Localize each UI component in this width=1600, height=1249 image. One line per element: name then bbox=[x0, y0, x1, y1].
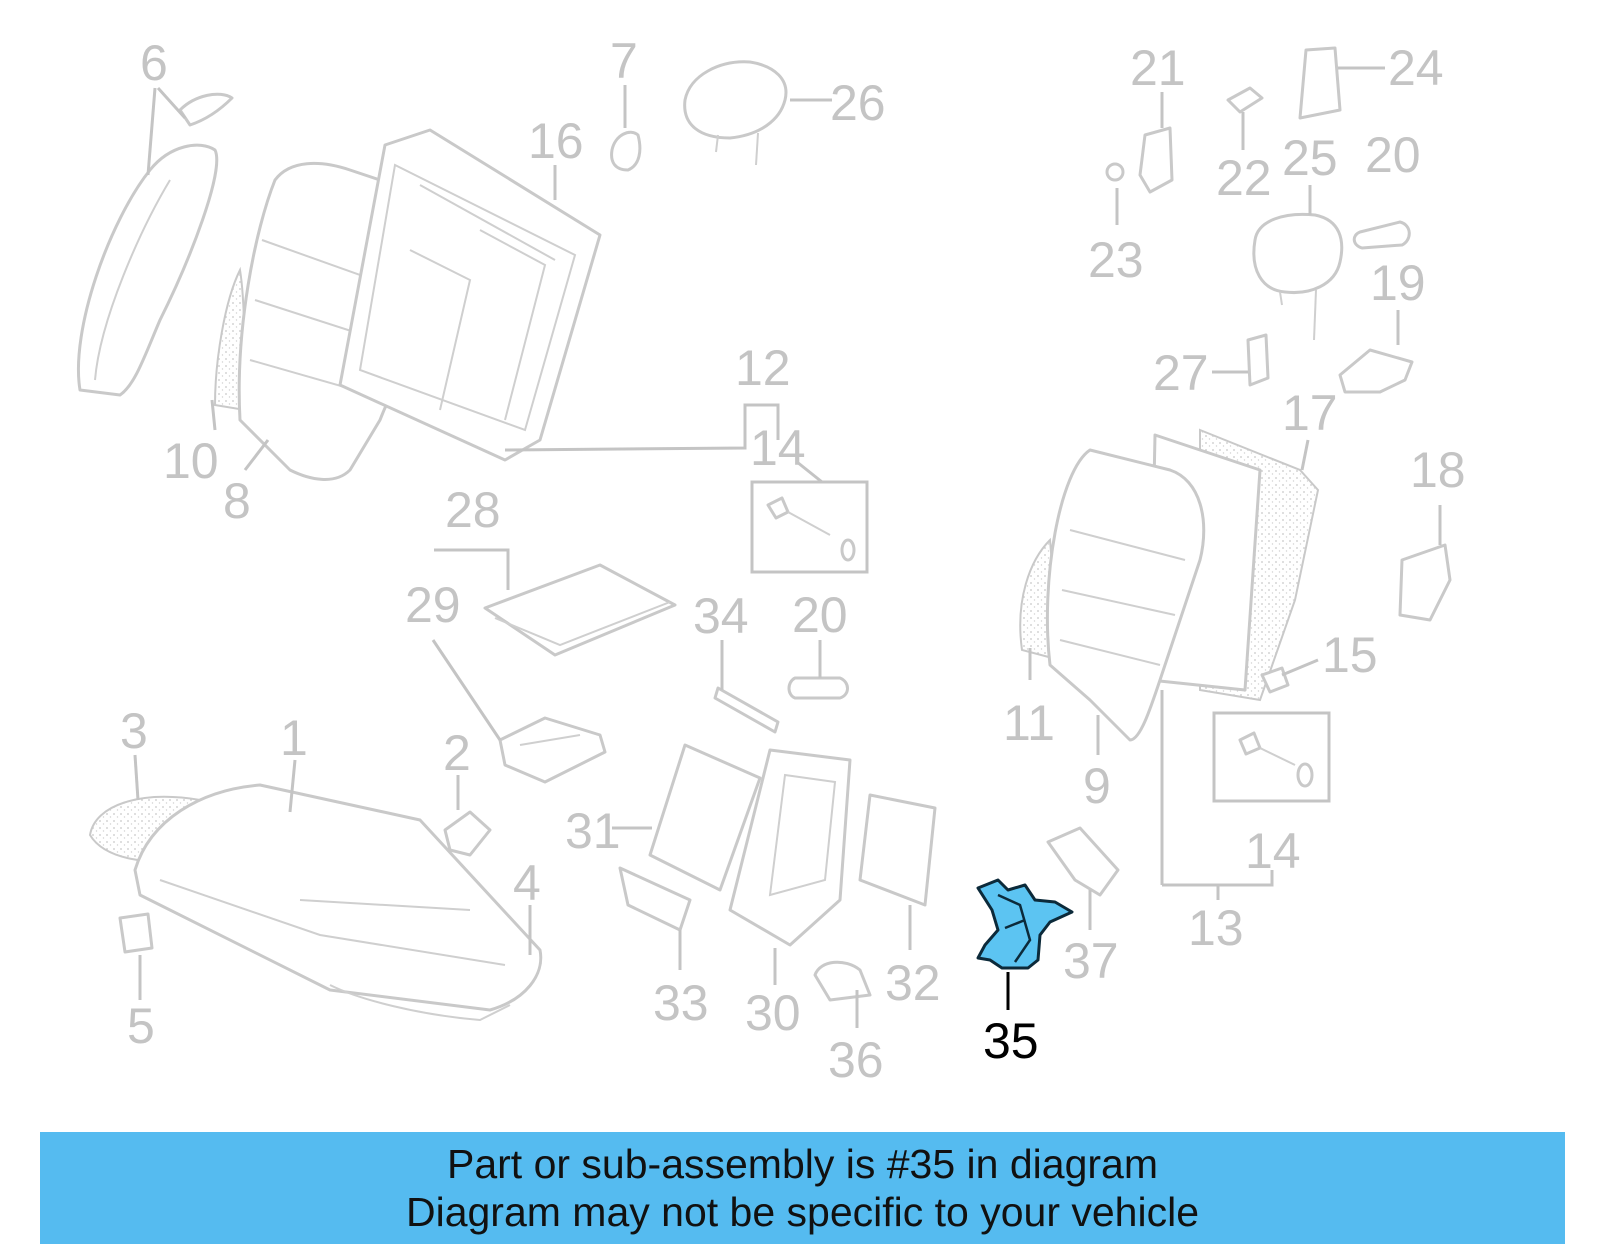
part-31-panel bbox=[648, 743, 762, 892]
part-37-trim bbox=[1046, 826, 1120, 897]
callout-24: 24 bbox=[1388, 40, 1444, 96]
callout-7: 7 bbox=[610, 33, 638, 89]
callout-11: 11 bbox=[1003, 695, 1055, 751]
callout-25: 25 bbox=[1282, 130, 1338, 186]
callout-17: 17 bbox=[1282, 385, 1338, 441]
callout-37: 37 bbox=[1063, 933, 1119, 989]
part-21-plate bbox=[1138, 126, 1174, 194]
banner-line-disclaimer: Diagram may not be specific to your vehi… bbox=[405, 1189, 1199, 1235]
callout-labels: 1 2 3 4 5 6 7 8 9 10 11 12 13 14 14 15 1… bbox=[120, 33, 1466, 1088]
callout-28: 28 bbox=[445, 482, 501, 538]
part-27-guide bbox=[1246, 333, 1270, 387]
callout-2: 2 bbox=[443, 725, 471, 781]
part-6-side-trim bbox=[76, 92, 234, 397]
banner-line-part-number: Part or sub-assembly is #35 in diagram bbox=[447, 1141, 1158, 1187]
part-20-guide-mid bbox=[787, 676, 849, 700]
part-16-seatback-frame bbox=[338, 128, 602, 462]
callout-33: 33 bbox=[653, 975, 709, 1031]
part-25-headrest bbox=[1252, 212, 1344, 341]
callout-10: 10 bbox=[163, 433, 219, 489]
part-9-right-seat-back bbox=[1019, 428, 1320, 742]
part-14-hardware-box-top bbox=[750, 480, 869, 574]
callout-29: 29 bbox=[405, 577, 461, 633]
callout-35: 35 bbox=[983, 1013, 1039, 1069]
callout-13: 13 bbox=[1188, 900, 1244, 956]
callout-20-mid: 20 bbox=[792, 587, 848, 643]
part-5-clip bbox=[118, 912, 154, 954]
callout-34: 34 bbox=[693, 588, 749, 644]
part-32-bracket bbox=[858, 793, 937, 907]
part-35-highlighted-bracket[interactable] bbox=[976, 878, 1074, 970]
callout-12: 12 bbox=[735, 340, 791, 396]
callout-3: 3 bbox=[120, 703, 148, 759]
callout-26: 26 bbox=[830, 75, 886, 131]
part-33-cover bbox=[618, 866, 692, 932]
callout-6: 6 bbox=[140, 35, 168, 91]
part-1-seat-cushion bbox=[88, 783, 543, 1022]
callout-4: 4 bbox=[513, 855, 541, 911]
part-20-guide-top bbox=[1352, 220, 1411, 250]
callout-20-top: 20 bbox=[1365, 127, 1421, 183]
part-23-washer bbox=[1105, 162, 1125, 182]
part-19-bracket bbox=[1338, 348, 1414, 394]
callout-14-bottom: 14 bbox=[1245, 823, 1301, 879]
callout-23: 23 bbox=[1088, 232, 1144, 288]
part-7-clip bbox=[610, 130, 642, 172]
info-banner: Part or sub-assembly is #35 in diagram D… bbox=[40, 1132, 1565, 1244]
part-28-cushion-pad bbox=[483, 563, 677, 657]
callout-1: 1 bbox=[280, 710, 308, 766]
callout-27: 27 bbox=[1153, 345, 1209, 401]
callout-5: 5 bbox=[127, 998, 155, 1054]
part-34-strip bbox=[713, 686, 780, 734]
part-30-armrest-frame bbox=[728, 748, 852, 947]
leader-lines bbox=[133, 66, 1442, 1028]
callout-31: 31 bbox=[565, 803, 621, 859]
callout-19: 19 bbox=[1370, 255, 1426, 311]
part-2-latch bbox=[498, 716, 607, 784]
callout-32: 32 bbox=[885, 955, 941, 1011]
callout-14-top: 14 bbox=[750, 420, 806, 476]
callout-15: 15 bbox=[1322, 627, 1378, 683]
part-18-cover bbox=[1398, 543, 1452, 622]
callout-21: 21 bbox=[1130, 40, 1186, 96]
callout-8: 8 bbox=[223, 473, 251, 529]
part-24-cover bbox=[1298, 46, 1342, 120]
callout-9: 9 bbox=[1083, 758, 1111, 814]
part-2-clip bbox=[443, 810, 492, 857]
callout-36: 36 bbox=[828, 1032, 884, 1088]
part-14-hardware-box-bottom bbox=[1212, 711, 1331, 803]
callout-30: 30 bbox=[745, 985, 801, 1041]
part-22-bolt bbox=[1226, 86, 1264, 114]
callout-22: 22 bbox=[1216, 150, 1272, 206]
callout-18: 18 bbox=[1410, 442, 1466, 498]
callout-16: 16 bbox=[528, 113, 584, 169]
part-36-cap bbox=[813, 960, 872, 1002]
part-26-headrest bbox=[683, 60, 788, 166]
part-15-clip bbox=[1260, 666, 1290, 694]
